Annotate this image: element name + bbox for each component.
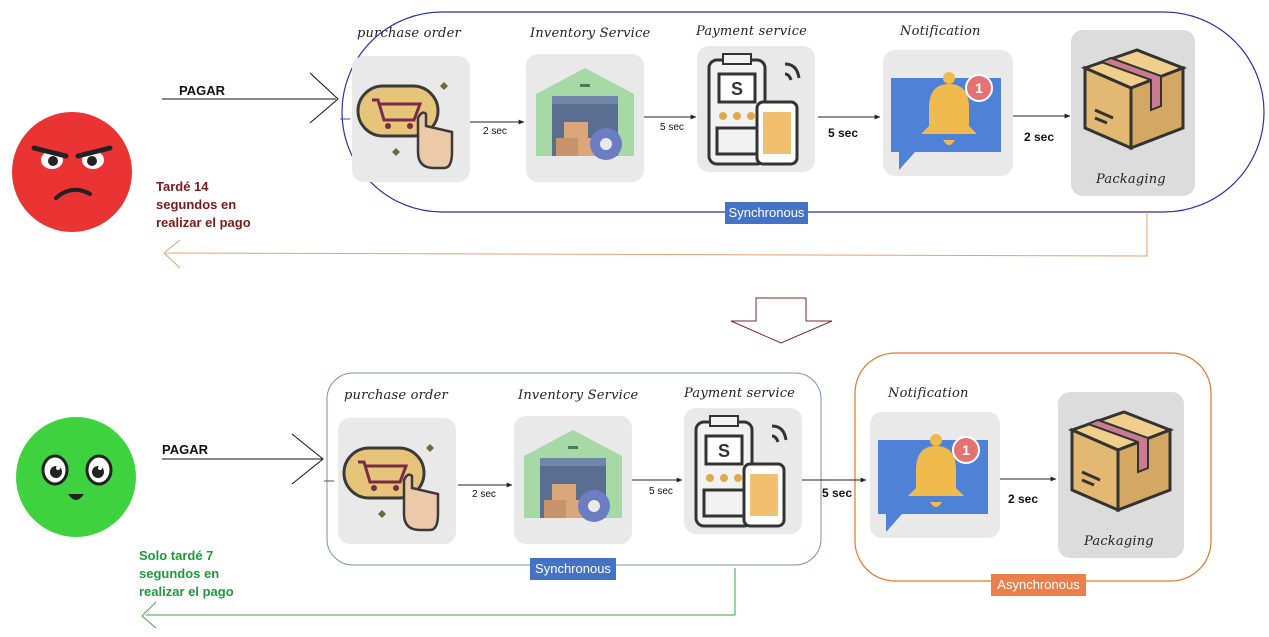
bottom-timing-4: 2 sec <box>1008 492 1039 506</box>
bottom-timing-2: 5 sec <box>649 486 673 497</box>
cardboard-box-icon <box>1067 410 1175 513</box>
svg-text:S: S <box>731 79 743 99</box>
notification-bell-icon: 1 <box>878 434 988 532</box>
bottom-note-line-1: Solo tardé 7 <box>139 548 214 563</box>
bottom-note-line-3: realizar el pago <box>139 584 234 599</box>
bottom-return-arrowhead <box>141 601 157 629</box>
top-notification-title: Notification <box>900 24 981 39</box>
top-connectors <box>460 113 1071 125</box>
svg-text:1: 1 <box>975 80 983 96</box>
shopping-cart-tap-icon <box>356 82 454 170</box>
bottom-pagar-arrow <box>162 433 324 485</box>
svg-text:S: S <box>718 441 730 461</box>
top-inventory-title: Inventory Service <box>530 26 651 41</box>
warehouse-gear-icon <box>536 68 634 160</box>
top-timing-2: 5 sec <box>660 122 684 133</box>
cardboard-box-icon <box>1080 48 1188 151</box>
bottom-note: Solo tardé 7 segundos en realizar el pag… <box>139 547 234 601</box>
bottom-notification-tile: 1 <box>870 412 1000 538</box>
happy-face-icon <box>16 417 136 537</box>
top-payment-title: Payment service <box>696 24 808 39</box>
pos-terminal-icon: S <box>707 53 801 166</box>
warehouse-gear-icon <box>524 430 622 522</box>
top-packaging-title: Packaging <box>1096 172 1166 187</box>
top-note: Tardé 14 segundos en realizar el pago <box>156 178 251 232</box>
top-purchase-title: purchase order <box>357 26 461 41</box>
top-pagar-label: PAGAR <box>179 83 225 98</box>
top-return-line <box>165 212 1148 257</box>
bottom-timing-3: 5 sec <box>822 486 853 500</box>
bottom-note-line-2: segundos en <box>139 566 220 581</box>
top-note-line-2: segundos en <box>156 197 237 212</box>
bottom-pagar-label: PAGAR <box>162 442 208 457</box>
bottom-notification-title: Notification <box>888 386 969 401</box>
bottom-async-badge: Asynchronous <box>991 574 1086 596</box>
top-timing-4: 2 sec <box>1024 130 1055 144</box>
top-packaging-tile: Packaging <box>1071 30 1195 196</box>
top-payment-service-tile: S <box>697 46 815 172</box>
top-notification-tile: 1 <box>883 50 1013 176</box>
top-return-arrowhead <box>163 239 181 269</box>
bottom-purchase-order-tile <box>338 418 456 544</box>
bottom-payment-service-tile: S <box>684 408 802 534</box>
bottom-inventory-title: Inventory Service <box>518 388 639 403</box>
shopping-cart-tap-icon <box>342 444 440 532</box>
top-timing-1: 2 sec <box>483 126 507 137</box>
top-timing-3: 5 sec <box>828 126 859 140</box>
bottom-connectors <box>458 476 1057 488</box>
bottom-return-line <box>146 568 736 616</box>
notification-bell-icon: 1 <box>891 72 1001 170</box>
bottom-payment-title: Payment service <box>684 386 796 401</box>
top-purchase-order-tile <box>352 56 470 182</box>
top-note-line-1: Tardé 14 <box>156 179 209 194</box>
top-inventory-service-tile <box>526 54 644 182</box>
bottom-inventory-service-tile <box>514 416 632 544</box>
bottom-sync-badge: Synchronous <box>530 558 616 580</box>
top-pagar-arrow <box>162 72 339 124</box>
bottom-packaging-title: Packaging <box>1084 534 1154 549</box>
top-note-line-3: realizar el pago <box>156 215 251 230</box>
angry-face-icon <box>12 112 132 232</box>
top-sync-badge: Synchronous <box>725 202 808 224</box>
down-arrow-icon <box>730 297 833 344</box>
pos-terminal-icon: S <box>694 415 788 528</box>
bottom-timing-1: 2 sec <box>472 489 496 500</box>
svg-text:1: 1 <box>962 442 970 458</box>
bottom-purchase-title: purchase order <box>344 388 448 403</box>
bottom-packaging-tile: Packaging <box>1058 392 1184 558</box>
